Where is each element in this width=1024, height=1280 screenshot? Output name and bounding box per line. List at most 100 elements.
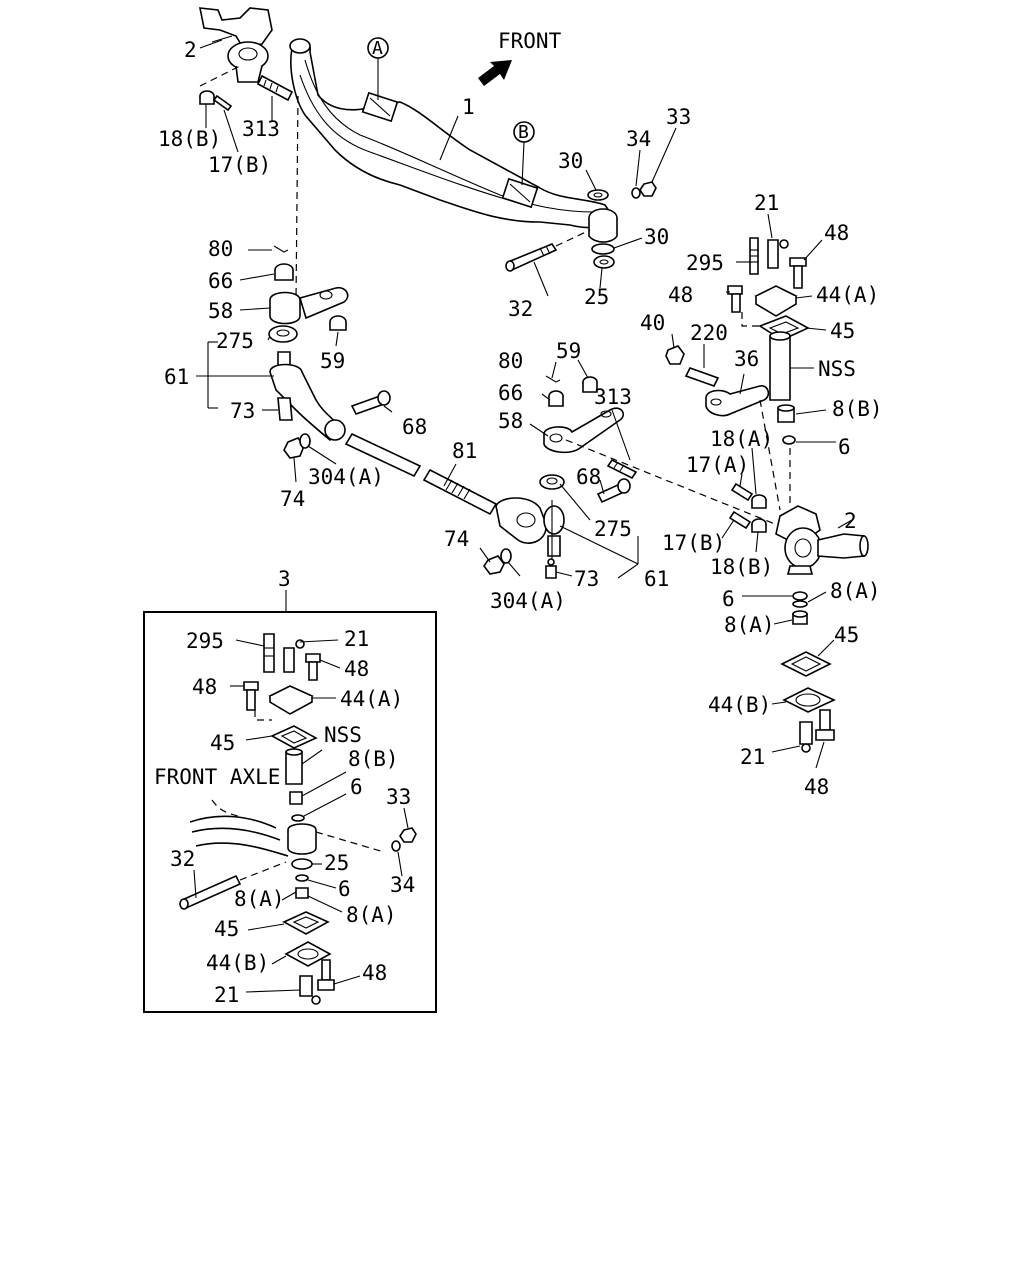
inset-washer-6-b: [295, 874, 309, 882]
stud-17a-right: [730, 482, 754, 502]
inset-bolt-48-a: [305, 653, 321, 663]
label-58-left: 58: [208, 299, 233, 323]
label-2-top: 2: [184, 38, 197, 62]
bushing-8a-right-top: [792, 600, 808, 608]
label-275-left: 275: [216, 329, 254, 353]
label-68-left: 68: [402, 415, 427, 439]
label-inset-295: 295: [186, 629, 224, 653]
inset-title: FRONT AXLE: [154, 765, 280, 789]
label-2-right: 2: [844, 509, 857, 533]
label-inset-8b: 8(B): [348, 747, 399, 771]
label-313-mid: 313: [594, 385, 632, 409]
inset-fitting-21-b: [299, 975, 313, 997]
pin-32: [505, 243, 558, 272]
label-44b-right: 44(B): [708, 693, 771, 717]
label-18a-right: 18(A): [710, 427, 773, 451]
bushing-8b-right: [777, 404, 795, 423]
label-295-right: 295: [686, 251, 724, 275]
label-30-a: 30: [558, 149, 583, 173]
inset-washer-6: [291, 814, 305, 822]
nut-18b-top: [199, 90, 215, 105]
cotter-pin-80-mid: [545, 375, 561, 383]
tie-rod-81: [344, 432, 498, 516]
front-label: FRONT: [498, 29, 562, 53]
svg-text:A: A: [372, 38, 383, 59]
grease-fitting-21-right-bottom: [799, 721, 813, 753]
cap-44b-right: [782, 687, 836, 713]
tie-rod-end-right-body: [495, 497, 565, 557]
label-18b-right: 18(B): [710, 555, 773, 579]
stud-220: [684, 367, 720, 387]
bushing-25: [593, 255, 615, 269]
nut-40: [665, 345, 685, 365]
label-inset-33: 33: [386, 785, 411, 809]
label-74-left: 74: [280, 487, 305, 511]
nut-74-left: [283, 437, 305, 459]
label-8a-right-a: 8(A): [830, 579, 881, 603]
label-61-mid: 61: [644, 567, 669, 591]
king-pin-nss: [769, 331, 791, 401]
washer-6-right-top: [782, 435, 796, 445]
ref-mark-b: B: [513, 121, 535, 186]
nut-59-left: [329, 315, 347, 331]
label-inset-8a-a: 8(A): [234, 887, 285, 911]
label-30-b: 30: [644, 225, 669, 249]
label-3-inset: 3: [278, 567, 291, 591]
washer-6-right-bottom: [792, 591, 808, 601]
inset-frame: [143, 611, 437, 1013]
label-34: 34: [626, 127, 651, 151]
gasket-45-right-bottom: [780, 651, 832, 677]
label-313-top: 313: [242, 117, 280, 141]
inset-bushing-25: [291, 858, 313, 870]
label-21-right: 21: [754, 191, 779, 215]
inset-bushing-8a: [295, 887, 309, 899]
nut-18b-right: [751, 518, 767, 533]
label-inset-48-b: 48: [192, 675, 217, 699]
label-inset-6-b: 6: [338, 877, 351, 901]
label-45-right-b: 45: [834, 623, 859, 647]
label-inset-21: 21: [344, 627, 369, 651]
inset-cap-44b: [284, 941, 332, 967]
label-61-left: 61: [164, 365, 189, 389]
label-nss-right: NSS: [818, 357, 856, 381]
knuckle-right: [775, 505, 869, 575]
bolt-48-right-a: [789, 257, 807, 289]
label-6-right-b: 6: [722, 587, 735, 611]
label-66-left: 66: [208, 269, 233, 293]
label-8b-right: 8(B): [832, 397, 883, 421]
inset-bolt-48-b: [243, 681, 259, 691]
nut-33: [639, 181, 657, 197]
inset-gasket-45-b: [282, 911, 330, 935]
label-40: 40: [640, 311, 665, 335]
inset-parts: [179, 633, 417, 1005]
label-48-right-b: 48: [668, 283, 693, 307]
washer-275-mid: [539, 474, 565, 490]
shim-30-bottom: [591, 243, 615, 255]
label-59-mid: 59: [556, 339, 581, 363]
label-80-left: 80: [208, 237, 233, 261]
label-48-right-a: 48: [824, 221, 849, 245]
label-inset-6-a: 6: [350, 775, 363, 799]
shim-30-top: [587, 189, 609, 201]
inset-nut-33: [399, 827, 417, 843]
inset-boss: [287, 823, 317, 855]
cotter-pin-80-left: [273, 245, 289, 253]
label-304a-left: 304(A): [308, 465, 384, 489]
inset-king-pin: [285, 751, 303, 785]
stud-17b-right: [728, 510, 752, 530]
stud-313-top: [256, 74, 294, 102]
label-73-left: 73: [230, 399, 255, 423]
label-275-mid: 275: [594, 517, 632, 541]
leader-lines: [193, 39, 836, 993]
axle-beam: [289, 38, 618, 243]
label-59-left: 59: [320, 349, 345, 373]
washer-34: [631, 187, 641, 199]
label-66-mid: 66: [498, 381, 523, 405]
bushing-8a-right-bottom: [792, 610, 808, 625]
knuckle-top-left: [199, 7, 273, 83]
label-33: 33: [666, 105, 691, 129]
stud-17b-top: [212, 94, 233, 112]
label-45-right: 45: [830, 319, 855, 343]
